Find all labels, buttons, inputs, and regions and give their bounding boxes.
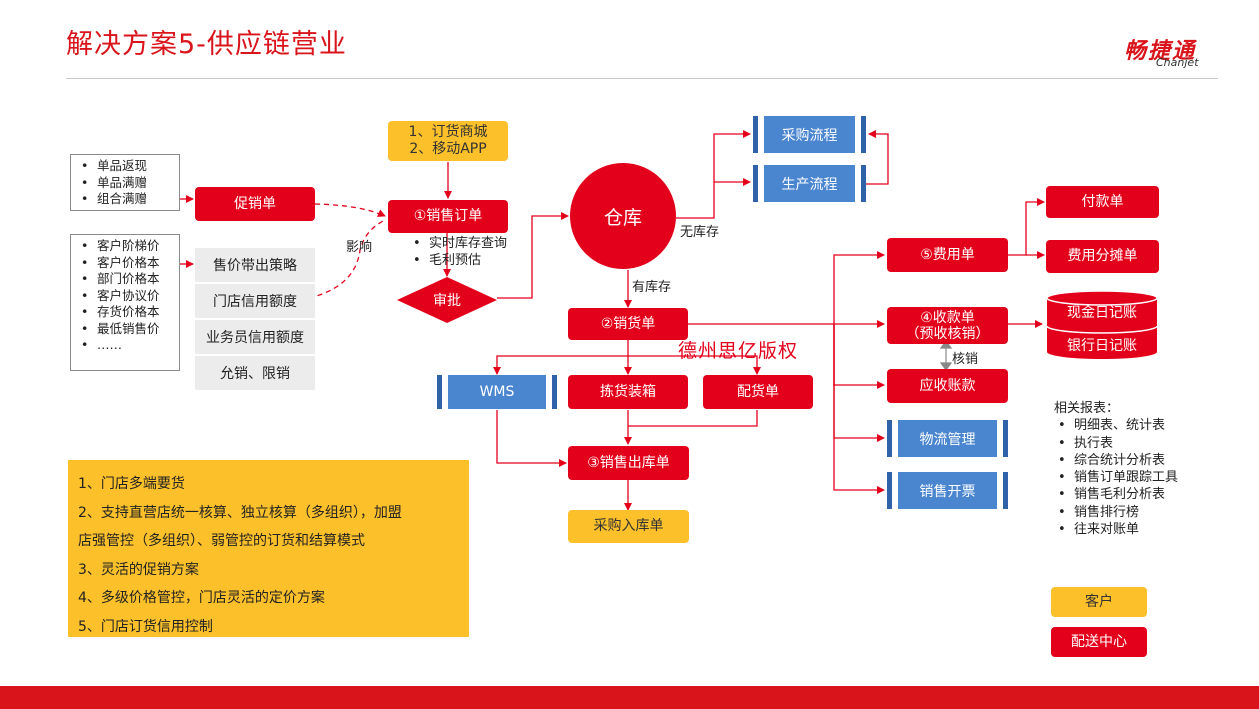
report-item: 往来对账单: [1058, 521, 1178, 539]
features-note: 1、门店多端要货 2、支持直营店统一核算、独立核算（多组织），加盟 店强管控（多…: [68, 460, 469, 637]
note-line: 3、灵活的促销方案: [78, 561, 199, 578]
allocation-node[interactable]: 配货单: [703, 375, 813, 409]
influence-label: 影响: [346, 240, 373, 255]
watermark: 德州思亿版权: [678, 340, 799, 362]
brand-logo-en: Chanjet: [1156, 56, 1199, 69]
report-item: 明细表、统计表: [1058, 417, 1178, 435]
strategy-item: 门店信用额度: [195, 284, 315, 318]
list-item: 客户阶梯价: [81, 238, 179, 255]
list-item: 单品返现: [81, 158, 179, 175]
list-item: 部门价格本: [81, 271, 179, 288]
report-item: 综合统计分析表: [1058, 452, 1178, 470]
warehouse-node[interactable]: 仓库: [570, 163, 676, 269]
reports-title: 相关报表：: [1054, 401, 1120, 416]
wms-node[interactable]: WMS: [437, 375, 557, 409]
invoice-node[interactable]: 销售开票: [887, 472, 1008, 509]
expense-alloc-node[interactable]: 费用分摊单: [1046, 240, 1159, 273]
expense-node[interactable]: ⑤费用单: [887, 238, 1008, 272]
receipt-node[interactable]: ④收款单 （预收核销）: [887, 307, 1008, 344]
picking-node[interactable]: 拣货装箱: [568, 375, 688, 409]
promo-order-node[interactable]: 促销单: [195, 187, 315, 221]
list-item: 单品满赠: [81, 175, 179, 192]
report-item: 执行表: [1058, 435, 1178, 453]
journal-cylinder: 现金日记账 银行日记账: [1045, 290, 1159, 362]
purchase-flow-node[interactable]: 采购流程: [753, 116, 866, 153]
has-stock-label: 有库存: [632, 280, 672, 295]
footer-bar: [0, 686, 1259, 709]
receipt-label: ④收款单: [920, 309, 975, 326]
cylinder-shape: [1046, 290, 1158, 359]
receipt-sublabel: （预收核销）: [905, 325, 990, 342]
list-item: ……: [81, 337, 179, 354]
price-types-list: 客户阶梯价 客户价格本 部门价格本 客户协议价 存货价格本 最低销售价 ……: [70, 234, 180, 371]
invoice-label: 销售开票: [919, 483, 976, 500]
payment-node[interactable]: 付款单: [1046, 186, 1159, 218]
title-divider: [66, 78, 1218, 79]
legend-customer: 客户: [1051, 587, 1147, 617]
legend-distribution: 配送中心: [1051, 627, 1147, 657]
purchase-in-node[interactable]: 采购入库单: [568, 510, 689, 543]
outbound-node[interactable]: ③销售出库单: [568, 446, 689, 480]
strategy-item: 售价带出策略: [195, 248, 315, 282]
list-item: 客户协议价: [81, 288, 179, 305]
production-flow-node[interactable]: 生产流程: [753, 165, 866, 202]
list-item: 客户价格本: [81, 255, 179, 272]
delivery-node[interactable]: ②销货单: [568, 308, 688, 340]
strategy-item: 业务员信用额度: [195, 320, 315, 354]
list-item: 最低销售价: [81, 321, 179, 338]
note-line: 店强管控（多组织）、弱管控的订货和结算模式: [78, 533, 365, 550]
promo-types-list: 单品返现 单品满赠 组合满赠: [70, 154, 180, 211]
purchase-flow-label: 采购流程: [781, 127, 838, 144]
bank-journal-node[interactable]: 银行日记账: [1067, 338, 1137, 354]
brand-logo: 畅捷通: [1124, 39, 1197, 64]
cash-journal-node[interactable]: 现金日记账: [1067, 305, 1137, 321]
logistics-label: 物流管理: [919, 431, 976, 448]
page-title: 解决方案5-供应链营业: [66, 29, 347, 60]
order-source-line: 2、移动APP: [409, 141, 487, 157]
report-item: 销售毛利分析表: [1058, 486, 1178, 504]
receivable-node[interactable]: 应收账款: [887, 369, 1008, 403]
list-item: 组合满赠: [81, 191, 179, 208]
production-flow-label: 生产流程: [781, 176, 838, 193]
wms-label: WMS: [479, 384, 515, 400]
logistics-node[interactable]: 物流管理: [887, 420, 1008, 457]
sales-order-node[interactable]: ①销售订单: [388, 200, 508, 233]
order-checks-list: 实时库存查询 毛利预估: [405, 235, 507, 270]
list-item: 毛利预估: [413, 252, 507, 270]
reports-panel: 相关报表： 明细表、统计表 执行表 综合统计分析表 销售订单跟踪工具 销售毛利分…: [1054, 400, 1178, 539]
no-stock-label: 无库存: [680, 225, 720, 240]
report-item: 销售订单跟踪工具: [1058, 469, 1178, 487]
order-source-node[interactable]: 1、订货商城 2、移动APP: [388, 121, 508, 161]
order-source-line: 1、订货商城: [408, 124, 488, 140]
list-item: 实时库存查询: [413, 235, 507, 253]
report-item: 销售排行榜: [1058, 504, 1178, 522]
list-item: 存货价格本: [81, 304, 179, 321]
note-line: 1、门店多端要货: [78, 476, 185, 492]
strategy-item: 允销、限销: [195, 356, 315, 390]
note-line: 2、支持直营店统一核算、独立核算（多组织），加盟: [78, 504, 402, 521]
write-off-label: 核销: [952, 352, 979, 367]
note-line: 5、门店订货信用控制: [78, 618, 213, 635]
note-line: 4、多级价格管控，门店灵活的定价方案: [78, 590, 325, 607]
